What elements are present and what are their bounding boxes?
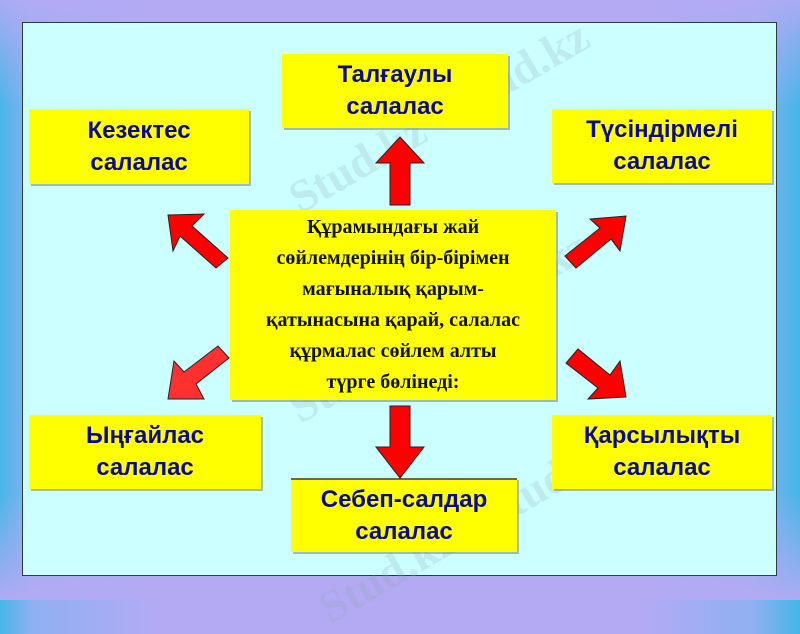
- type-box-subtitle: салалас: [613, 454, 711, 481]
- arrow-down-right-icon: [565, 348, 627, 400]
- type-box-title: Қарсылықты: [583, 422, 741, 449]
- arrow-up-icon: [374, 136, 426, 206]
- type-box-subtitle: салалас: [355, 518, 453, 545]
- type-box-title: Ыңғайлас: [85, 422, 205, 449]
- center-text-line: құрмалас сөйлем алты: [289, 340, 497, 362]
- type-box-title: Талғаулы: [337, 61, 453, 88]
- type-box-karsylykty: Қарсылықты салалас: [552, 415, 772, 489]
- type-box-title: Кезектес: [87, 116, 191, 144]
- arrow-up-right-icon: [564, 215, 627, 269]
- type-box-tusindirmeli: Түсіндірмелі салалас: [552, 109, 772, 183]
- center-text-line: Құрамындағы жай: [306, 216, 480, 238]
- type-box-title: Түсіндірмелі: [586, 116, 738, 143]
- arrows-layer: [167, 136, 627, 479]
- type-box-yngailas: Ыңғайлас салалас: [29, 415, 261, 489]
- type-box-subtitle: салалас: [346, 93, 444, 120]
- type-box-subtitle: салалас: [613, 148, 711, 175]
- type-box-kezektes: Кезектес салалас: [29, 109, 249, 184]
- center-text-line: сөйлемдерінің бір-бірімен: [276, 247, 510, 269]
- arrow-up-left-icon: [167, 213, 229, 269]
- type-box-talgauly: Талғаулы салалас: [282, 54, 508, 128]
- arrow-down-left-icon: [167, 345, 230, 400]
- center-definition-box: Құрамындағы жай сөйлемдерінің бір-біріме…: [230, 210, 556, 400]
- center-text-line: түрге бөлінеді:: [326, 371, 460, 393]
- type-box-title: Себеп-салдар: [320, 486, 488, 513]
- arrow-down-icon: [374, 405, 426, 479]
- type-box-subtitle: салалас: [96, 454, 194, 481]
- center-text-line: қатынасына қарай, салалас: [266, 309, 520, 331]
- center-text-line: мағыналық қарым-: [302, 278, 484, 300]
- type-box-sebep-saldar: Себеп-салдар салалас: [291, 478, 517, 552]
- type-box-subtitle: салалас: [90, 148, 188, 176]
